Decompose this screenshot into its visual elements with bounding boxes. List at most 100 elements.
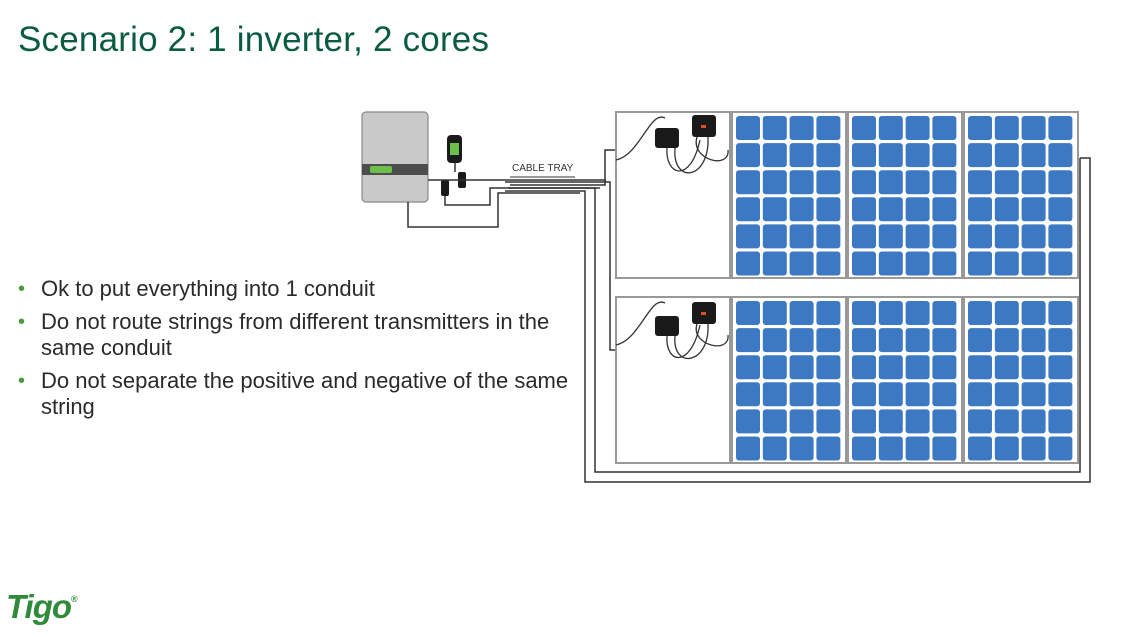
solar-cell [762,382,787,407]
solar-cell [878,224,903,249]
solar-cell [932,436,957,461]
solar-cell [736,143,760,168]
solar-cell [932,224,957,249]
solar-cell [994,328,1019,353]
solar-cell [816,436,841,461]
solar-cell [1021,170,1046,195]
solar-cell [878,382,903,407]
solar-cell [789,436,814,461]
bullet-text: Do not separate the positive and negativ… [41,368,569,419]
solar-cell [762,116,787,140]
solar-cell [852,224,876,249]
solar-cell [816,355,841,380]
solar-cell [1021,355,1046,380]
transmitter-icon [441,135,466,196]
solar-cell [762,170,787,195]
solar-cell [968,382,992,407]
bullet-text: Ok to put everything into 1 conduit [41,276,375,301]
solar-cell [789,116,814,140]
solar-cell [1021,301,1046,325]
solar-cell [762,224,787,249]
solar-cell [789,301,814,325]
solar-cell [905,382,930,407]
solar-cell [932,251,957,276]
solar-cell [878,197,903,222]
bullet-item: •Do not separate the positive and negati… [18,368,578,420]
solar-cell [1048,328,1073,353]
solar-cell [932,328,957,353]
solar-cell [736,301,760,325]
bullet-list: •Ok to put everything into 1 conduit •Do… [18,276,578,427]
solar-cell [789,170,814,195]
solar-cell [905,355,930,380]
solar-cell [852,197,876,222]
solar-cell [905,143,930,168]
solar-cell [789,197,814,222]
solar-cell [789,143,814,168]
solar-cells [736,116,1073,461]
solar-cell [994,224,1019,249]
solar-cell [736,328,760,353]
solar-cell [1048,355,1073,380]
solar-cell [736,382,760,407]
solar-cell [816,116,841,140]
solar-cell [852,409,876,434]
solar-cell [878,355,903,380]
solar-cell [816,409,841,434]
solar-cell [994,355,1019,380]
solar-cell [932,116,957,140]
solar-cell [736,355,760,380]
solar-cell [852,355,876,380]
solar-cell [994,301,1019,325]
solar-cell [968,143,992,168]
solar-cell [789,224,814,249]
solar-cell [1021,143,1046,168]
solar-cell [762,251,787,276]
solar-cell [1048,143,1073,168]
solar-cell [852,301,876,325]
solar-cell [994,143,1019,168]
logo-text: Tigo [6,588,72,625]
solar-cell [789,328,814,353]
solar-cell [762,301,787,325]
solar-cell [1048,170,1073,195]
solar-cell [878,409,903,434]
solar-cell [932,382,957,407]
slide-title: Scenario 2: 1 inverter, 2 cores [18,20,490,59]
solar-cell [968,436,992,461]
solar-cell [968,170,992,195]
solar-cell [762,409,787,434]
solar-cell [968,301,992,325]
solar-cell [1021,116,1046,140]
solar-cell [1021,251,1046,276]
solar-cell [852,170,876,195]
solar-cell [816,301,841,325]
bullet-item: •Ok to put everything into 1 conduit [18,276,578,302]
solar-cell [736,197,760,222]
solar-cell [852,436,876,461]
solar-cell [816,143,841,168]
cable-tray-label: CABLE TRAY [512,163,574,174]
solar-cell [905,436,930,461]
bullet-dot-icon: • [18,311,26,333]
solar-cell [762,143,787,168]
solar-cell [852,116,876,140]
solar-cell [789,409,814,434]
solar-cell [905,328,930,353]
solar-cell [762,355,787,380]
solar-cell [1048,409,1073,434]
tigo-logo: Tigo® [6,588,78,626]
solar-cell [1021,224,1046,249]
solar-cell [994,251,1019,276]
solar-cell [762,197,787,222]
solar-cell [852,328,876,353]
solar-cell [789,355,814,380]
solar-cell [1021,328,1046,353]
solar-cell [878,301,903,325]
solar-cell [932,197,957,222]
solar-cell [736,170,760,195]
bullet-text: Do not route strings from different tran… [41,309,550,360]
solar-cell [905,301,930,325]
solar-cell [968,251,992,276]
solar-cell [994,116,1019,140]
